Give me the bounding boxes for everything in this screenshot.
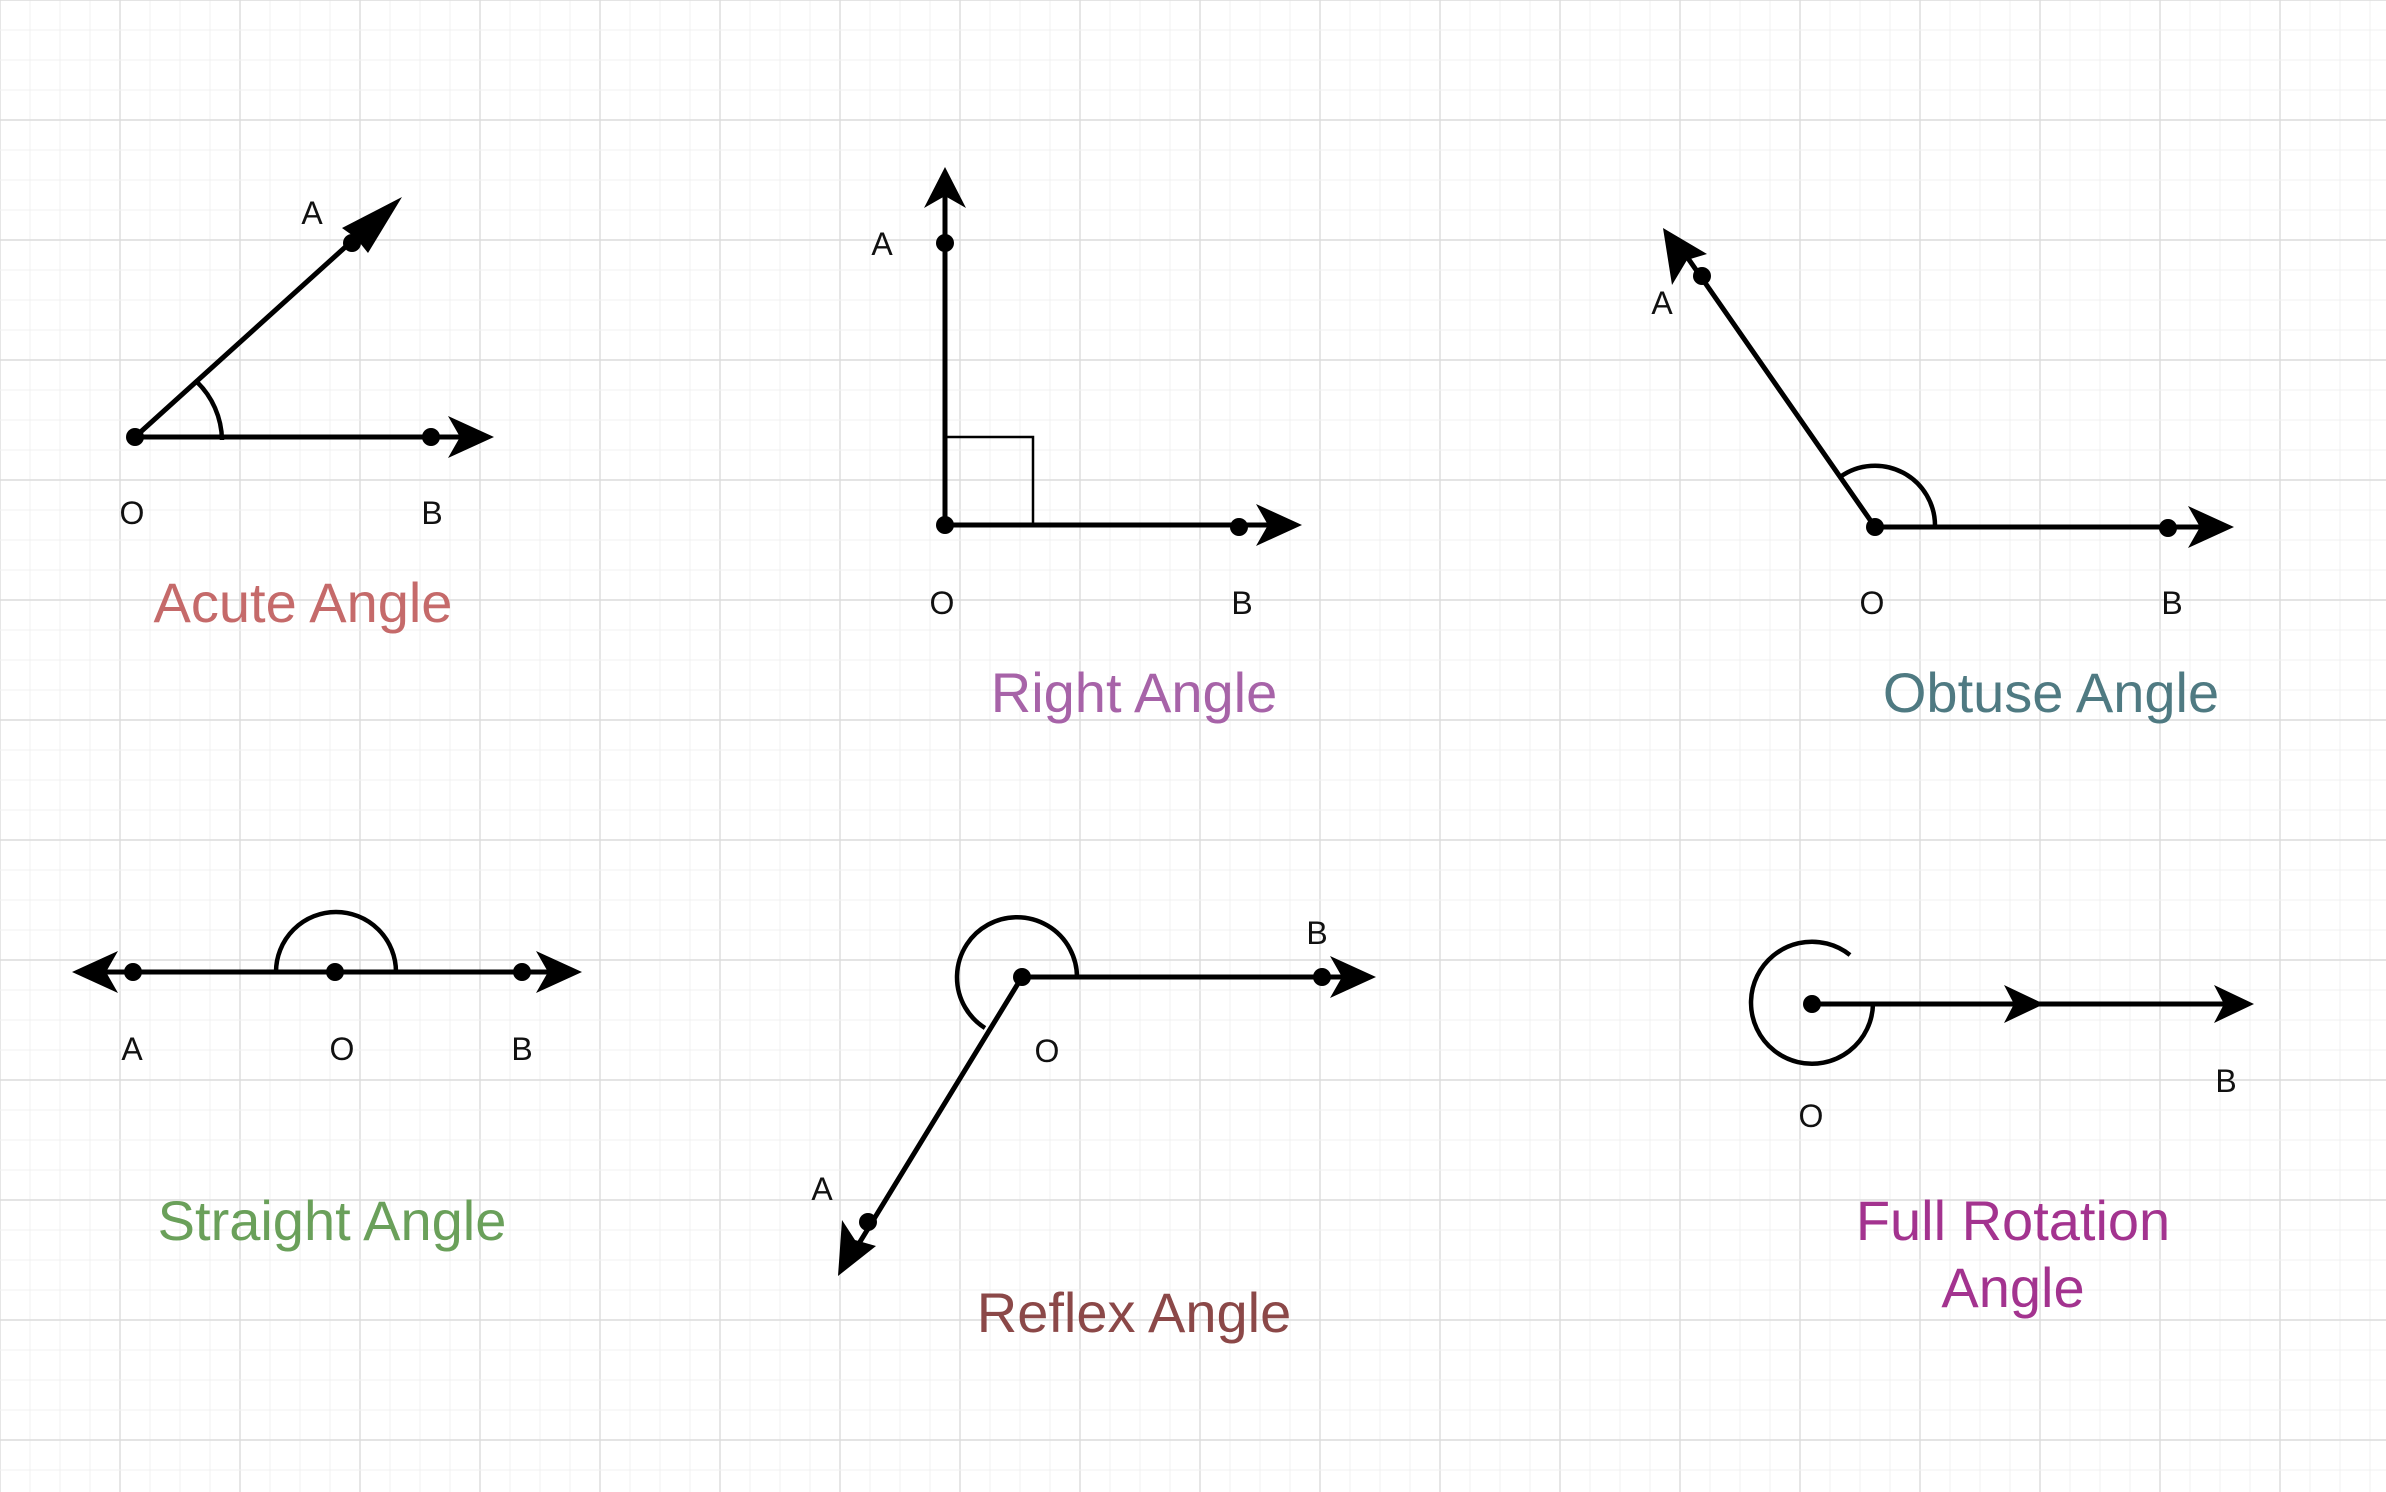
point-label-a: A: [121, 1031, 143, 1067]
reflex-angle-figure: B O A Reflex Angle: [811, 915, 1376, 1344]
point-icon: [936, 516, 954, 534]
point-label-o: O: [1799, 1098, 1824, 1134]
obtuse-angle-title: Obtuse Angle: [1883, 661, 2219, 724]
arrow-head-icon: [2188, 506, 2234, 548]
point-icon: [936, 234, 954, 252]
point-label-b: B: [2161, 585, 2182, 621]
angle-arc: [273, 909, 399, 973]
straight-angle-figure: A O B Straight Angle: [72, 909, 582, 1252]
point-icon: [1803, 995, 1821, 1013]
straight-angle-title: Straight Angle: [158, 1189, 507, 1252]
point-icon: [859, 1213, 877, 1231]
arrow-head-icon: [1256, 504, 1302, 546]
point-icon: [513, 963, 531, 981]
arrow-head-icon: [2214, 985, 2254, 1023]
arrow-head-icon: [924, 167, 966, 208]
point-label-b: B: [421, 495, 442, 531]
reflex-angle-title: Reflex Angle: [977, 1281, 1291, 1344]
arrow-head-icon: [2004, 985, 2044, 1023]
arrow-head-icon: [448, 416, 494, 458]
point-icon: [2159, 519, 2177, 537]
point-label-b: B: [1306, 915, 1327, 951]
point-label-b: B: [2215, 1063, 2236, 1099]
full-rotation-angle-title-line2: Angle: [1941, 1256, 2084, 1319]
angle-arc: [1748, 939, 1876, 1066]
angle-arc: [954, 915, 1080, 1030]
full-rotation-angle-figure: O B Full Rotation Angle: [1748, 939, 2254, 1319]
angle-arc: [1838, 463, 1938, 528]
acute-angle-title: Acute Angle: [154, 571, 453, 634]
point-icon: [1313, 968, 1331, 986]
ray-oa: [1682, 251, 1878, 530]
point-label-o: O: [330, 1031, 355, 1067]
obtuse-angle-figure: A O B Obtuse Angle: [1651, 228, 2234, 724]
point-icon: [326, 963, 344, 981]
point-icon: [1866, 518, 1884, 536]
point-icon: [1230, 518, 1248, 536]
ray-oa: [132, 210, 386, 440]
point-icon: [422, 428, 440, 446]
point-label-o: O: [120, 495, 145, 531]
point-icon: [343, 234, 361, 252]
arrow-head-icon: [1663, 228, 1707, 285]
arrow-head-icon: [72, 951, 118, 993]
point-label-a: A: [811, 1171, 833, 1207]
point-icon: [1693, 267, 1711, 285]
full-rotation-angle-title-line1: Full Rotation: [1856, 1189, 2170, 1252]
angle-arc: [194, 379, 225, 441]
arrow-head-icon: [838, 1220, 876, 1276]
right-angle-marker: [943, 435, 1035, 527]
acute-angle-figure: A O B Acute Angle: [120, 195, 494, 634]
point-icon: [126, 428, 144, 446]
right-angle-title: Right Angle: [991, 661, 1277, 724]
point-label-b: B: [511, 1031, 532, 1067]
point-label-o: O: [930, 585, 955, 621]
point-label-o: O: [1035, 1033, 1060, 1069]
arrow-head-icon: [1330, 956, 1376, 998]
point-label-o: O: [1860, 585, 1885, 621]
point-label-a: A: [1651, 285, 1673, 321]
point-icon: [1013, 968, 1031, 986]
arrow-head-icon: [536, 951, 582, 993]
point-icon: [124, 963, 142, 981]
ray-oa: [852, 974, 1025, 1253]
point-label-a: A: [301, 195, 323, 231]
point-label-a: A: [871, 226, 893, 262]
point-label-b: B: [1231, 585, 1252, 621]
right-angle-figure: A O B Right Angle: [871, 167, 1302, 724]
